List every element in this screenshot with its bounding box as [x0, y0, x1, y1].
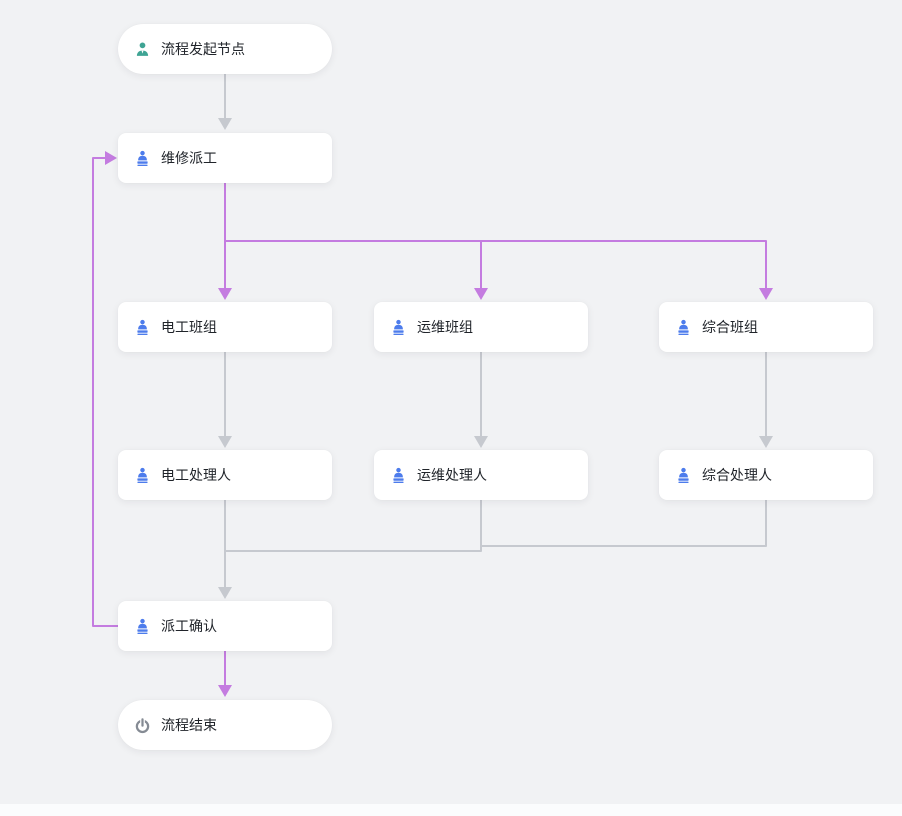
node-label: 运维班组 [417, 319, 473, 335]
edge-confirm-loop-to-dispatch [92, 151, 118, 627]
node-dispatch-confirm[interactable]: 派工确认 [118, 601, 332, 651]
node-label: 运维处理人 [417, 467, 487, 483]
edge-start-to-dispatch [218, 74, 232, 130]
edge-general-handler-merge [480, 500, 767, 547]
node-end[interactable]: 流程结束 [118, 700, 332, 750]
node-ops-team[interactable]: 运维班组 [374, 302, 588, 352]
node-label: 流程结束 [161, 717, 217, 733]
node-general-team[interactable]: 综合班组 [659, 302, 873, 352]
node-repair-dispatch[interactable]: 维修派工 [118, 133, 332, 183]
node-start[interactable]: 流程发起节点 [118, 24, 332, 74]
node-label: 派工确认 [161, 618, 217, 634]
stamp-icon [134, 467, 151, 484]
node-general-handler[interactable]: 综合处理人 [659, 450, 873, 500]
node-label: 流程发起节点 [161, 41, 245, 57]
node-ops-handler[interactable]: 运维处理人 [374, 450, 588, 500]
edge-electrician-handler-to-confirm [218, 500, 232, 599]
node-label: 电工班组 [161, 319, 217, 335]
node-label: 综合处理人 [702, 467, 772, 483]
node-electrician-handler[interactable]: 电工处理人 [118, 450, 332, 500]
stamp-icon [134, 150, 151, 167]
node-electrician-team[interactable]: 电工班组 [118, 302, 332, 352]
user-start-icon [134, 41, 151, 58]
node-label: 维修派工 [161, 150, 217, 166]
node-label: 综合班组 [702, 319, 758, 335]
edge-general-team-to-handler [759, 352, 773, 448]
edge-confirm-to-end [218, 651, 232, 697]
stamp-icon [390, 467, 407, 484]
edge-dispatch-to-electrician [218, 183, 232, 300]
power-icon [134, 717, 151, 734]
stamp-icon [675, 319, 692, 336]
edge-electrician-team-to-handler [218, 352, 232, 448]
edge-dispatch-to-general [224, 183, 773, 300]
stamp-icon [675, 467, 692, 484]
stamp-icon [134, 319, 151, 336]
canvas-bottom-edge [0, 804, 902, 816]
stamp-icon [134, 618, 151, 635]
edge-ops-handler-merge [226, 500, 482, 552]
stamp-icon [390, 319, 407, 336]
edge-ops-team-to-handler [474, 352, 488, 448]
edge-dispatch-to-ops [224, 183, 488, 300]
node-label: 电工处理人 [161, 467, 231, 483]
